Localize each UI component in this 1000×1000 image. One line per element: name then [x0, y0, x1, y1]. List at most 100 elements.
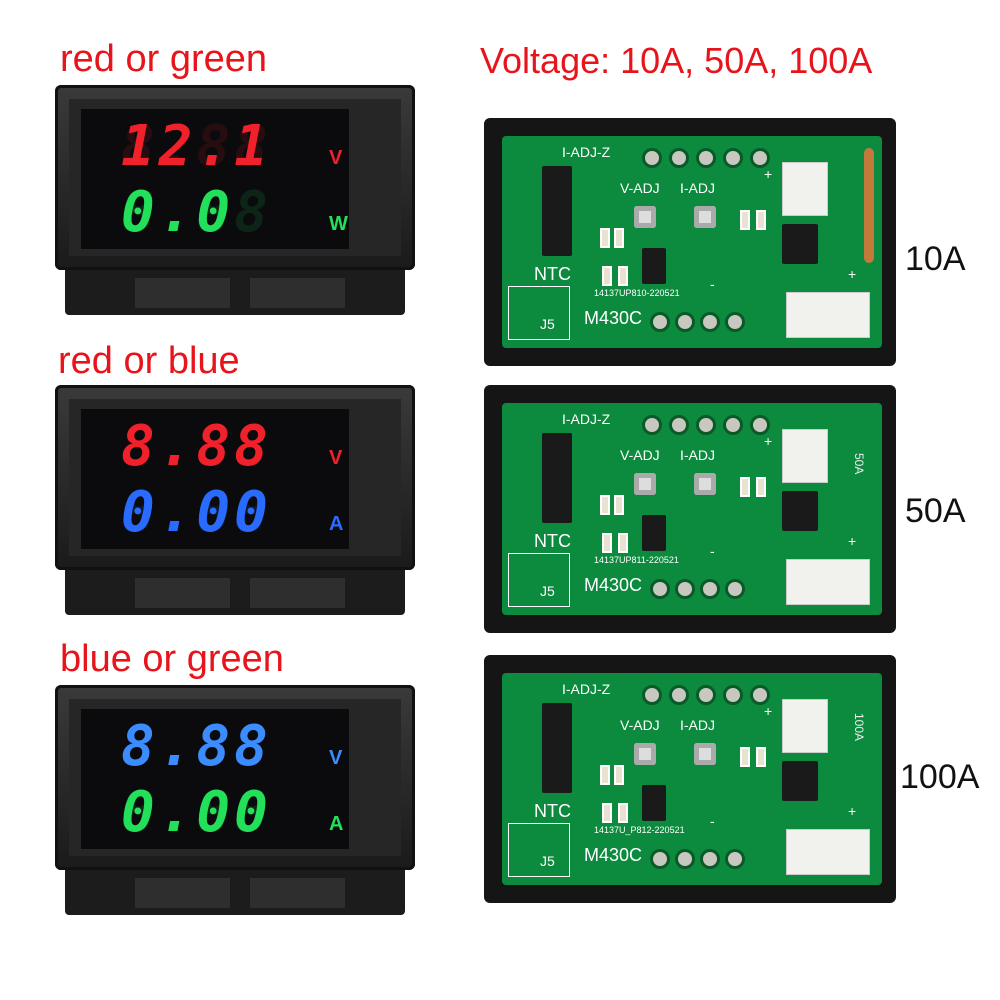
bottom-unit: A	[329, 513, 344, 535]
voltage-regulator	[642, 785, 666, 821]
bottom-reading: 0.0	[121, 180, 235, 245]
smd-component	[602, 803, 612, 823]
shunt-label: 50A	[852, 453, 866, 475]
v-adj-potentiometer	[634, 473, 656, 495]
solder-pad	[650, 849, 670, 869]
silkscreen-text: I-ADJ-Z	[562, 681, 611, 697]
silkscreen-text: V-ADJ	[620, 180, 660, 196]
meter-housing	[65, 570, 405, 615]
smd-component	[600, 765, 610, 785]
unlit-segments: 8.88	[121, 114, 272, 179]
solder-pad	[700, 849, 720, 869]
solder-pad	[675, 312, 695, 332]
solder-pad	[700, 579, 720, 599]
solder-pad	[642, 148, 662, 168]
solder-pad	[750, 415, 770, 435]
solder-pad	[725, 312, 745, 332]
top-unit: V	[329, 747, 343, 769]
ic-chip	[782, 761, 818, 801]
silkscreen-text: I-ADJ-Z	[562, 144, 611, 160]
ic-chip	[542, 166, 572, 256]
i-adj-potentiometer	[694, 743, 716, 765]
shunt-label: 100A	[852, 713, 866, 742]
current-rating-label: 10A	[905, 240, 966, 278]
silkscreen-text: -	[710, 276, 715, 292]
board-code: 14137U_P812-220521	[594, 825, 685, 835]
silkscreen-text: I-ADJ	[680, 180, 715, 196]
circuit-board: I-ADJ-Z V-ADJ I-ADJ NTC J5 M430C 14137U_…	[502, 673, 882, 885]
power-connector	[782, 699, 828, 753]
smd-component	[740, 477, 750, 497]
silkscreen-text: V-ADJ	[620, 717, 660, 733]
silkscreen-text: I-ADJ-Z	[562, 411, 611, 427]
shunt-wire	[864, 148, 874, 263]
smd-component	[756, 477, 766, 497]
circuit-board: I-ADJ-Z V-ADJ I-ADJ NTC J5 M430C 14137UP…	[502, 403, 882, 615]
silkscreen-text: -	[710, 813, 715, 829]
smd-component	[618, 533, 628, 553]
smd-component	[756, 210, 766, 230]
solder-pad	[696, 415, 716, 435]
bottom-reading: 0.00	[121, 780, 272, 845]
smd-component	[602, 266, 612, 286]
smd-component	[614, 495, 624, 515]
solder-pad	[675, 579, 695, 599]
smd-component	[618, 803, 628, 823]
silkscreen-text: I-ADJ	[680, 447, 715, 463]
power-connector	[782, 429, 828, 483]
smd-component	[600, 495, 610, 515]
solder-pad	[723, 685, 743, 705]
solder-pad	[669, 415, 689, 435]
unlit-segments: 8.88	[121, 180, 272, 245]
mounting-clip	[250, 278, 345, 308]
v-adj-potentiometer	[634, 743, 656, 765]
smd-component	[740, 747, 750, 767]
solder-pad	[723, 415, 743, 435]
silkscreen-text: -	[710, 543, 715, 559]
solder-pad	[750, 148, 770, 168]
j5-outline	[508, 553, 570, 607]
mounting-clip	[135, 278, 230, 308]
board-code: 14137UP811-220521	[594, 555, 679, 565]
silkscreen-text: J5	[540, 853, 555, 869]
smd-component	[614, 765, 624, 785]
unlit-segments: 8.88	[121, 480, 272, 545]
silkscreen-text: NTC	[534, 264, 571, 284]
bottom-reading: 0.00	[121, 480, 272, 545]
smd-component	[618, 266, 628, 286]
unlit-segments: 8.88	[121, 714, 272, 779]
unlit-segments: 8.88	[121, 780, 272, 845]
solder-pad	[725, 849, 745, 869]
solder-pad	[725, 579, 745, 599]
silkscreen-text: J5	[540, 583, 555, 599]
voltage-title: Voltage: 10A, 50A, 100A	[480, 40, 873, 81]
silkscreen-text: M430C	[584, 308, 643, 328]
pcb-back-view: I-ADJ-Z V-ADJ I-ADJ NTC J5 M430C 14137UP…	[484, 118, 896, 366]
solder-pad	[650, 579, 670, 599]
label-red-blue: red or blue	[58, 340, 240, 382]
bottom-unit: W	[329, 213, 348, 235]
mounting-clip	[250, 878, 345, 908]
silkscreen-text: +	[764, 703, 773, 719]
mounting-clip	[135, 578, 230, 608]
solder-pad	[696, 685, 716, 705]
meter-housing	[65, 870, 405, 915]
top-reading: 8.88	[121, 714, 272, 779]
ic-chip	[542, 433, 572, 523]
ic-chip	[782, 224, 818, 264]
circuit-board: I-ADJ-Z V-ADJ I-ADJ NTC J5 M430C 14137UP…	[502, 136, 882, 348]
mounting-clip	[250, 578, 345, 608]
silkscreen-text: I-ADJ	[680, 717, 715, 733]
silkscreen-text: M430C	[584, 575, 643, 595]
top-reading: 12.1	[121, 114, 272, 179]
